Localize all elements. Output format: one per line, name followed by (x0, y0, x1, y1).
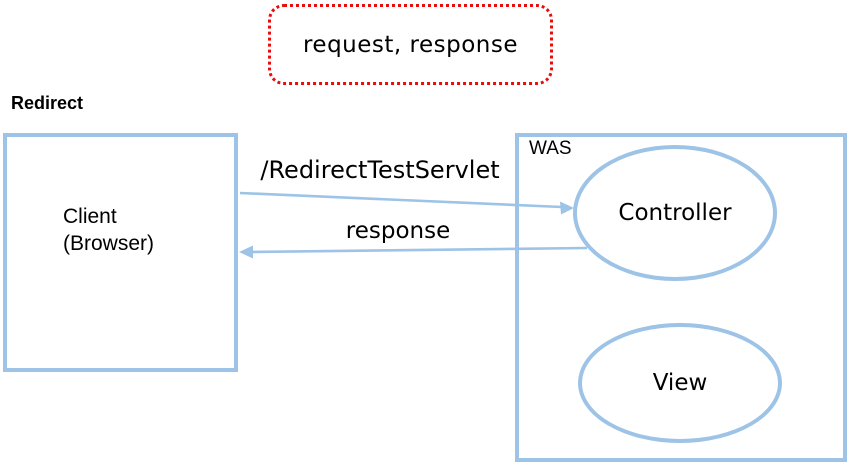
request-arrow (239, 191, 563, 209)
page-title: Redirect (11, 93, 84, 113)
response-arrowhead-left-icon (239, 245, 253, 259)
controller-node: Controller (573, 145, 777, 281)
response-arrow-label: response (345, 218, 451, 244)
client-box-label-line2: (Browser) (63, 232, 155, 255)
client-box-label-line1: Client (63, 205, 117, 228)
view-node: View (578, 323, 782, 443)
request-response-note-box: request, response (268, 4, 553, 85)
note-label: request, response (302, 31, 519, 58)
client-box-label: Client (Browser) (63, 203, 154, 257)
view-node-label: View (652, 370, 708, 396)
controller-node-label: Controller (618, 200, 732, 226)
request-arrow-label: /RedirectTestServlet (260, 156, 500, 184)
was-box-label: WAS (529, 138, 572, 159)
client-box: Client (Browser) (3, 133, 238, 372)
